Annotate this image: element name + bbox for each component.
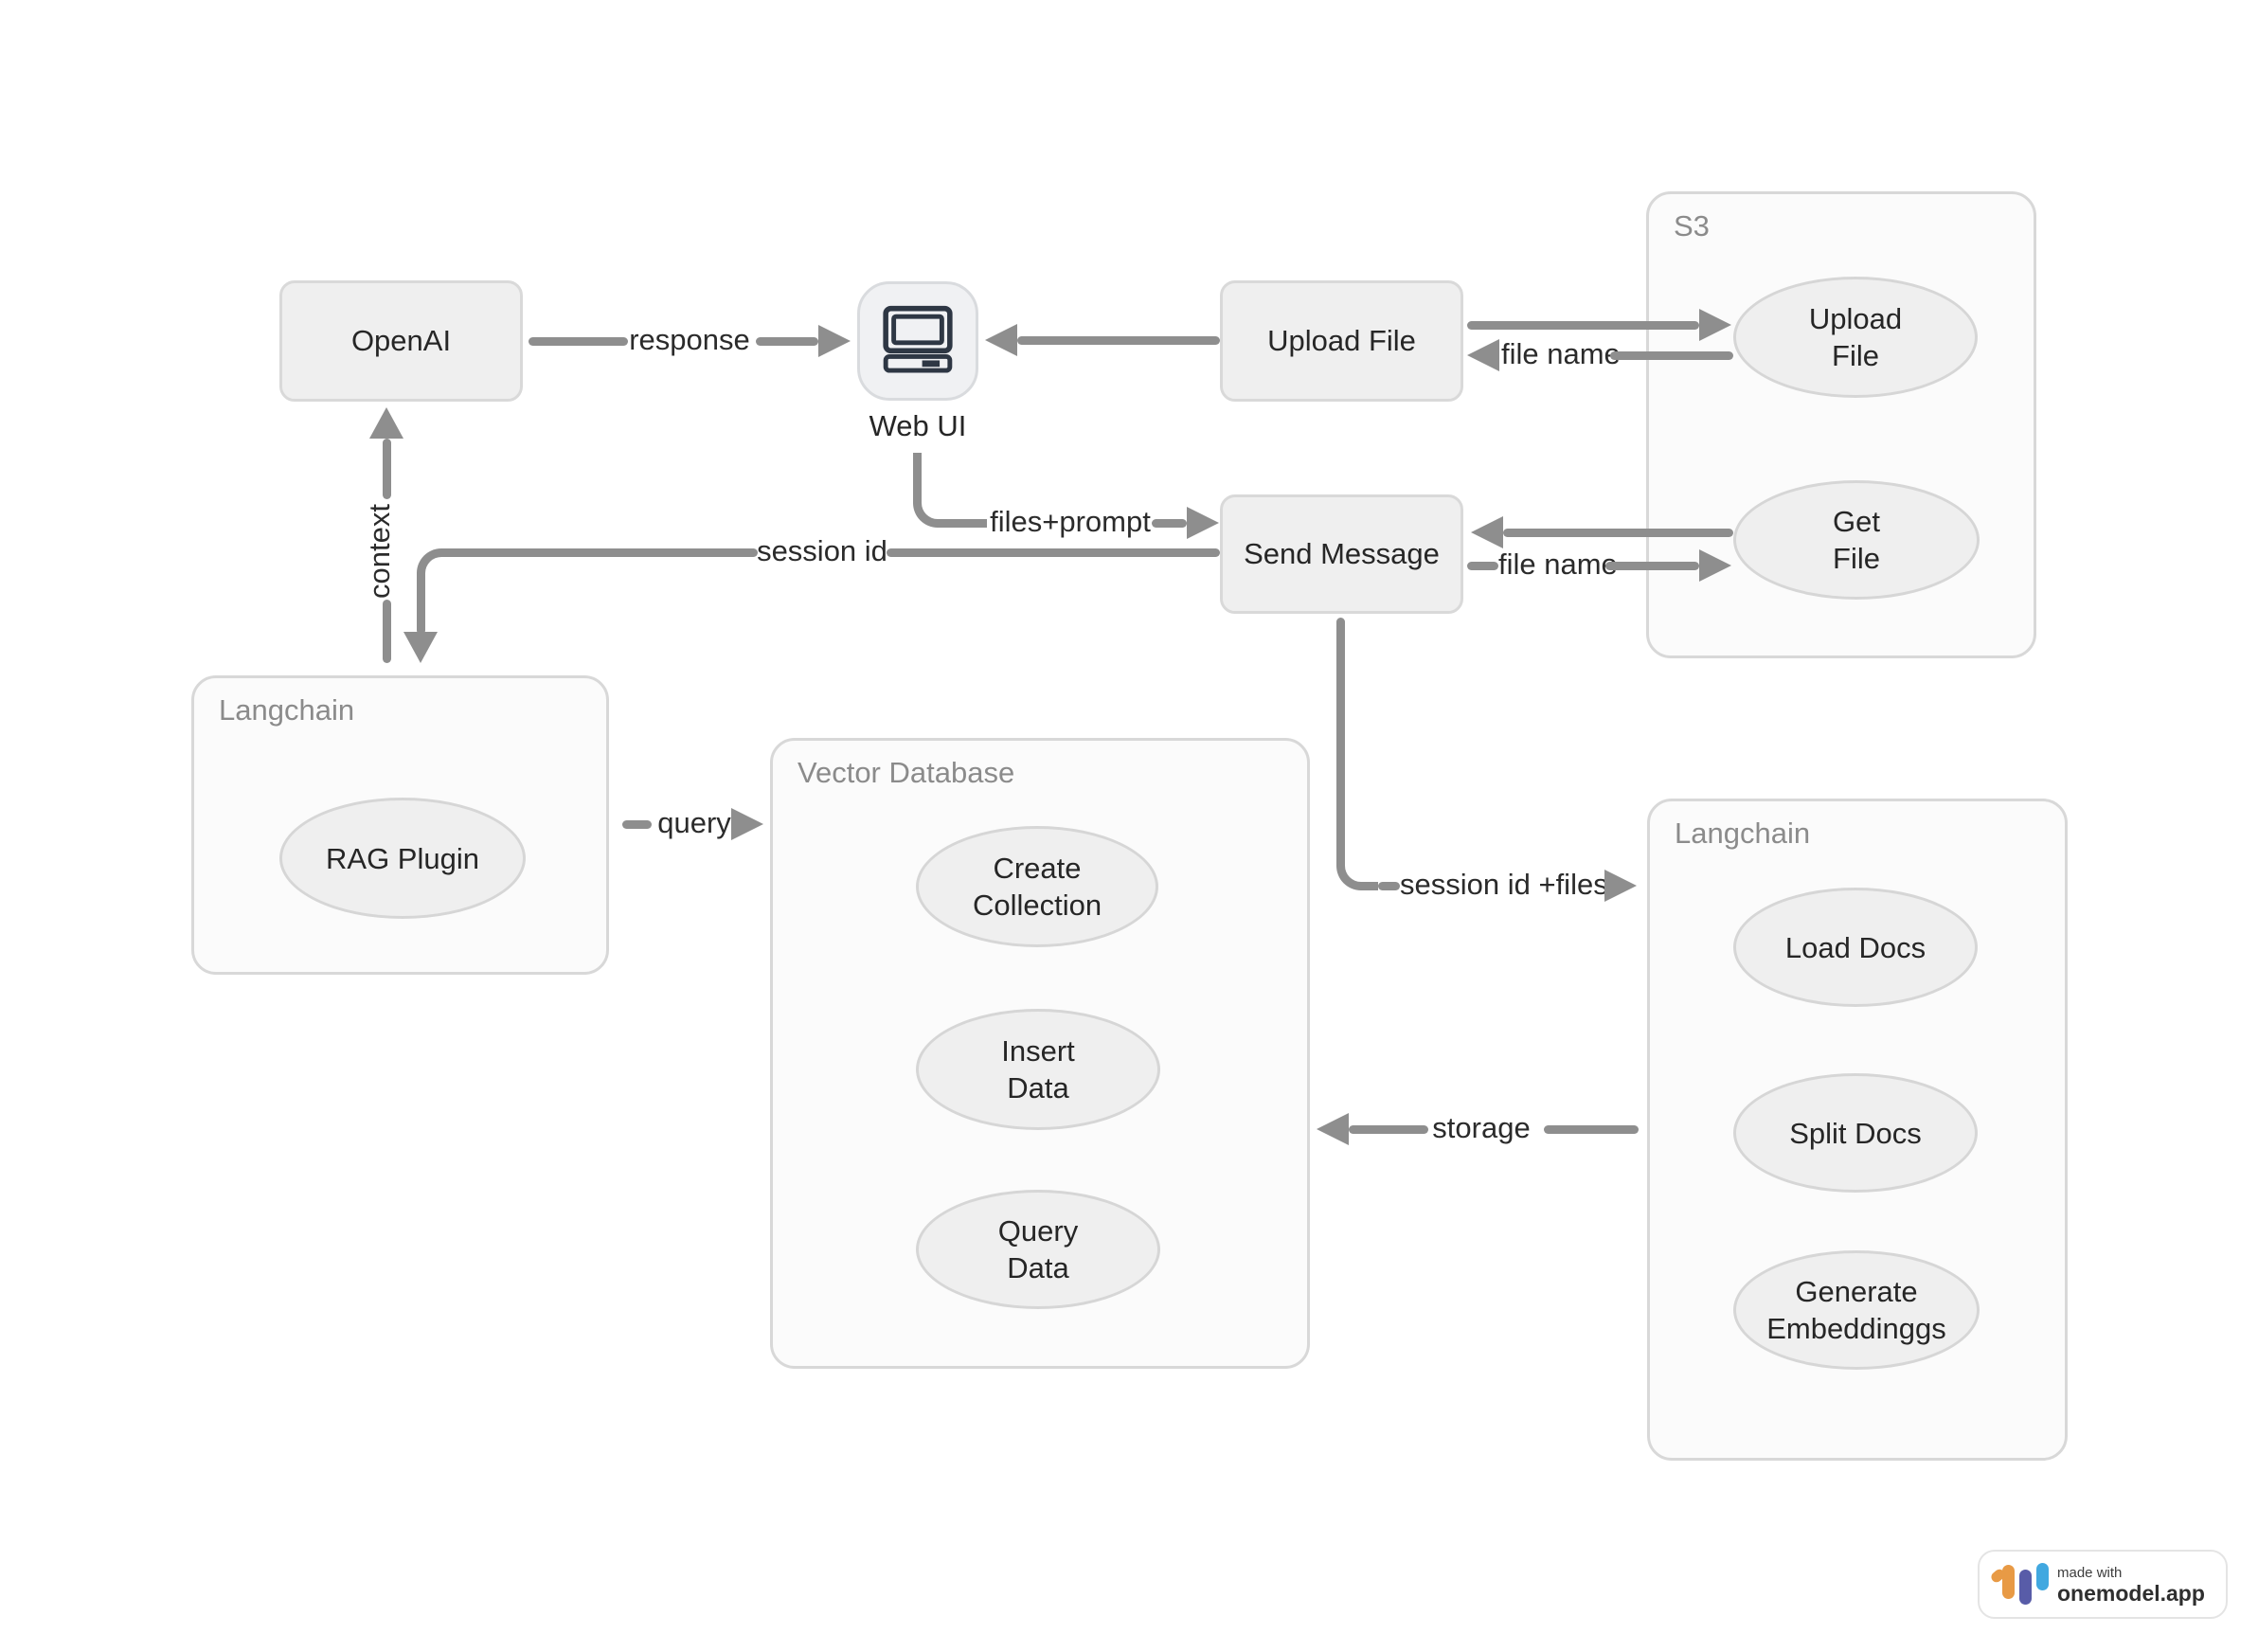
onemodel-logo-icon	[1989, 1563, 2052, 1608]
ellipse-split-docs[interactable]: Split Docs	[1733, 1073, 1978, 1193]
edge-response-label: response	[629, 323, 750, 356]
ellipse-insert-data[interactable]: Insert Data	[916, 1009, 1160, 1130]
edge-session-id-files-label: session id +files	[1400, 868, 1608, 901]
edge-context-line	[383, 439, 391, 499]
node-upload-file-label: Upload File	[1267, 324, 1416, 357]
ellipse-load-docs[interactable]: Load Docs	[1733, 888, 1978, 1007]
ellipse-load-docs-label: Load Docs	[1784, 930, 1926, 964]
edge-file-name-get-line	[1605, 562, 1699, 570]
container-langchain-right-title: Langchain	[1675, 817, 1811, 850]
edge-session-id-elbow	[417, 548, 445, 602]
edge-file-name-upload-line	[1610, 351, 1733, 360]
node-send-message[interactable]: Send Message	[1220, 494, 1463, 614]
edge-response-line	[756, 337, 818, 346]
edge-response-line	[529, 337, 628, 346]
node-openai[interactable]: OpenAI	[279, 280, 523, 402]
ellipse-generate-embeddings[interactable]: Generate Embeddinggs	[1733, 1250, 1980, 1370]
edge-file-name-get-line	[1467, 562, 1498, 570]
arrowhead-left-icon	[1471, 516, 1503, 548]
edge-files-prompt-line	[1152, 519, 1187, 528]
edge-getfile-to-send-line	[1503, 529, 1733, 537]
arrowhead-up-icon	[369, 407, 403, 439]
arrowhead-right-icon	[1699, 549, 1731, 582]
arrowhead-right-icon	[1187, 507, 1219, 539]
ellipse-query-data-label: Query Data	[997, 1214, 1079, 1284]
ellipse-rag-plugin-label: RAG Plugin	[326, 841, 479, 875]
logo-bar-blue	[2036, 1563, 2049, 1590]
edge-file-name-upload-label: file name	[1501, 337, 1621, 370]
computer-icon	[880, 304, 956, 379]
arrowhead-right-icon	[818, 325, 851, 357]
edge-query-label: query	[657, 806, 731, 839]
arrowhead-right-icon	[1699, 309, 1731, 341]
edge-session-id-line	[887, 548, 1220, 557]
ellipse-s3-get-file-label: Get File	[1833, 505, 1880, 575]
arrowhead-right-icon	[731, 808, 763, 840]
edge-upload-to-s3-line	[1467, 321, 1699, 330]
arrowhead-left-icon	[985, 324, 1017, 356]
edge-session-id-files-elbow	[1336, 844, 1378, 890]
edge-storage-line	[1349, 1125, 1428, 1134]
edge-session-id-label: session id	[757, 534, 887, 567]
container-langchain-left-title: Langchain	[219, 693, 355, 727]
ellipse-create-collection-label: Create Collection	[972, 852, 1102, 922]
edge-upload-to-webui-line	[1017, 336, 1220, 345]
ellipse-query-data[interactable]: Query Data	[916, 1190, 1160, 1309]
ellipse-insert-data-label: Insert Data	[1001, 1034, 1075, 1104]
edge-files-prompt-label: files+prompt	[990, 505, 1151, 538]
arrowhead-left-icon	[1317, 1113, 1349, 1145]
node-openai-label: OpenAI	[350, 324, 452, 357]
logo-bar-orange	[2002, 1565, 2015, 1599]
node-web-ui[interactable]	[857, 281, 978, 401]
node-upload-file[interactable]: Upload File	[1220, 280, 1463, 402]
edge-storage-label: storage	[1432, 1111, 1531, 1144]
edge-context-label: context	[363, 504, 396, 599]
logo-bar-indigo	[2019, 1570, 2032, 1605]
edge-context-line	[383, 600, 391, 663]
edge-session-id-line	[439, 548, 758, 557]
arrowhead-down-icon	[403, 632, 438, 663]
ellipse-rag-plugin[interactable]: RAG Plugin	[279, 798, 526, 919]
container-s3-title: S3	[1674, 209, 1710, 242]
ellipse-s3-upload-file[interactable]: Upload File	[1733, 277, 1978, 398]
edge-session-id-line	[417, 597, 425, 635]
edge-query-line	[622, 820, 652, 829]
arrowhead-right-icon	[1604, 870, 1637, 902]
badge-made-with: made with	[2057, 1565, 2123, 1581]
edge-session-id-files-line	[1378, 882, 1400, 890]
ellipse-s3-upload-file-label: Upload File	[1808, 302, 1903, 372]
ellipse-s3-get-file[interactable]: Get File	[1733, 480, 1980, 600]
edge-file-name-get-label: file name	[1498, 548, 1618, 581]
node-send-message-label: Send Message	[1244, 537, 1440, 570]
arrowhead-left-icon	[1467, 339, 1499, 371]
edge-files-prompt-elbow	[913, 453, 987, 528]
edge-storage-line	[1544, 1125, 1639, 1134]
ellipse-split-docs-label: Split Docs	[1789, 1116, 1922, 1150]
node-web-ui-label: Web UI	[869, 409, 967, 442]
badge-brand: onemodel.app	[2057, 1581, 2205, 1606]
onemodel-badge[interactable]: made with onemodel.app	[1978, 1550, 2228, 1619]
ellipse-create-collection[interactable]: Create Collection	[916, 826, 1158, 947]
container-vector-database-title: Vector Database	[797, 756, 1015, 789]
ellipse-generate-embeddings-label: Generate Embeddinggs	[1766, 1275, 1946, 1345]
edge-session-id-files-line	[1336, 618, 1345, 850]
